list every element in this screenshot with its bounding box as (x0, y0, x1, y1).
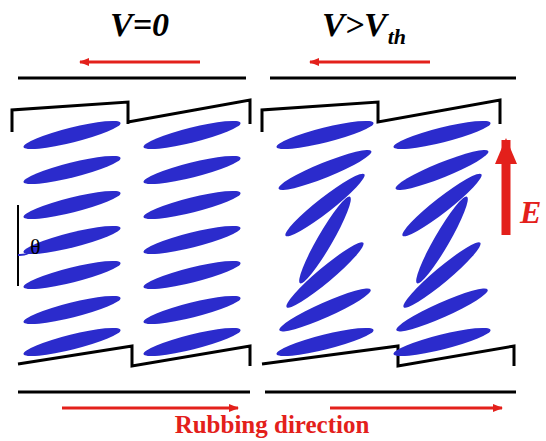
subscript-label: th (388, 26, 406, 48)
lc-molecule (142, 323, 243, 362)
voltage-label: V>V (322, 8, 387, 42)
lc-molecules (22, 116, 493, 362)
lc-molecule (392, 116, 493, 155)
axis-label: Rubbing direction (175, 412, 370, 437)
lc-molecule (276, 144, 374, 195)
lc-molecule (142, 151, 243, 190)
lc-molecule (22, 151, 123, 190)
lc-molecule (22, 221, 123, 260)
lc-molecule (142, 186, 243, 225)
lc-molecule (22, 116, 123, 155)
field-label: E (520, 196, 541, 228)
voltage-label: V=0 (110, 8, 169, 42)
angle-label: θ (30, 236, 41, 258)
lc-molecule (22, 256, 123, 295)
lc-molecule (22, 186, 123, 225)
lc-molecule (142, 256, 243, 295)
lc-molecule (275, 323, 376, 362)
lc-molecule (275, 116, 376, 155)
lc-molecule (22, 291, 123, 330)
direction-arrows (62, 62, 506, 408)
lc-molecule (22, 323, 123, 362)
lc-molecule (142, 221, 243, 260)
substrate-lines (12, 78, 516, 392)
lc-molecule (142, 116, 243, 155)
lc-molecule (142, 291, 243, 330)
lc-molecule (393, 144, 491, 195)
lc-molecule (392, 323, 493, 362)
